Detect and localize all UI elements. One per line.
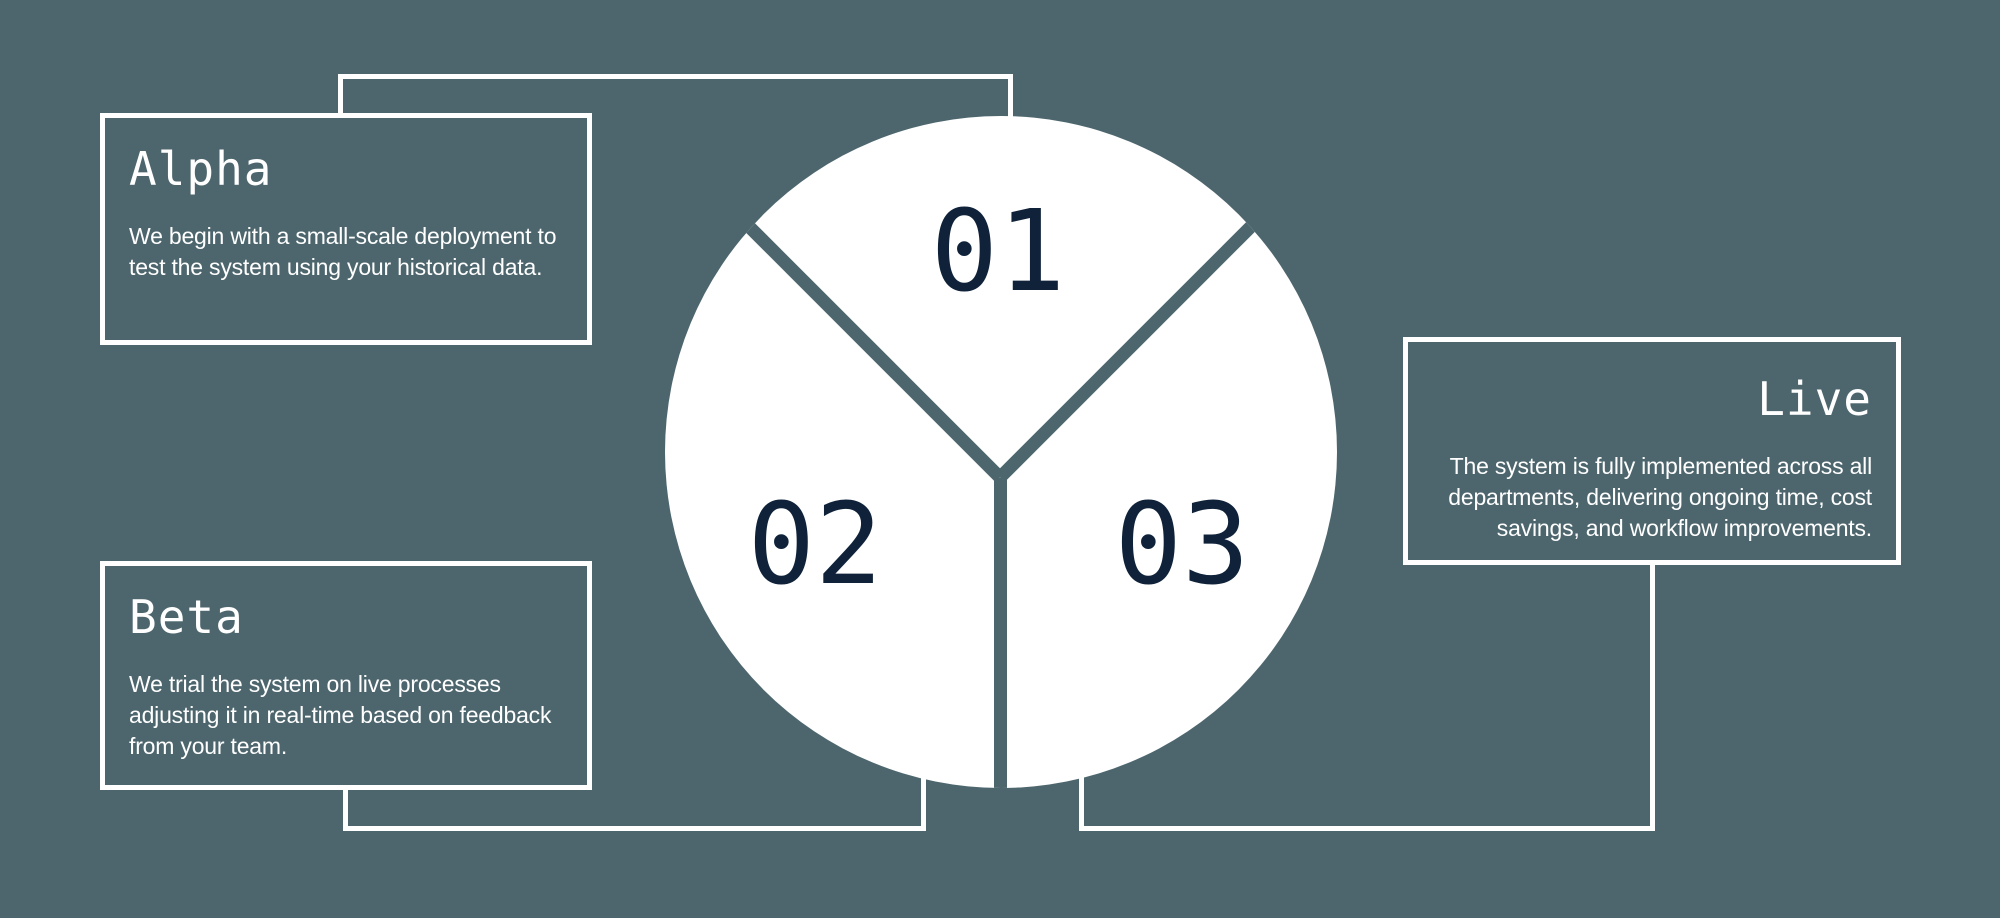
sector-number-02: 02 xyxy=(747,480,883,610)
phase-card-alpha: Alpha We begin with a small-scale deploy… xyxy=(100,113,592,345)
alpha-connector-segment-vertical-from-card xyxy=(338,74,343,116)
beta-connector-segment-horizontal xyxy=(343,826,926,831)
alpha-connector-segment-horizontal xyxy=(338,74,1013,79)
phase-card-live: Live The system is fully implemented acr… xyxy=(1403,337,1901,565)
phase-card-beta-title: Beta xyxy=(129,590,244,644)
sector-divider-bottom xyxy=(994,478,1007,788)
live-connector-segment-vertical-from-card xyxy=(1650,563,1655,831)
phase-card-beta: Beta We trial the system on live process… xyxy=(100,561,592,790)
beta-connector-segment-vertical-from-card xyxy=(343,788,348,831)
live-connector-segment-vertical-to-circle xyxy=(1079,776,1084,831)
phase-card-live-description: The system is fully implemented across a… xyxy=(1448,453,1872,542)
phase-card-beta-description: We trial the system on live processes ad… xyxy=(129,671,552,760)
phase-card-live-title: Live xyxy=(1757,372,1872,426)
phase-circle xyxy=(665,116,1337,788)
live-connector-segment-horizontal xyxy=(1079,826,1655,831)
sector-number-03: 03 xyxy=(1114,480,1250,610)
beta-connector-segment-vertical-to-circle xyxy=(921,776,926,831)
alpha-connector-segment-vertical-to-circle xyxy=(1008,74,1013,124)
phase-card-alpha-title: Alpha xyxy=(129,142,273,196)
sector-number-01: 01 xyxy=(930,187,1066,317)
phase-card-alpha-description: We begin with a small-scale deployment t… xyxy=(129,223,557,281)
